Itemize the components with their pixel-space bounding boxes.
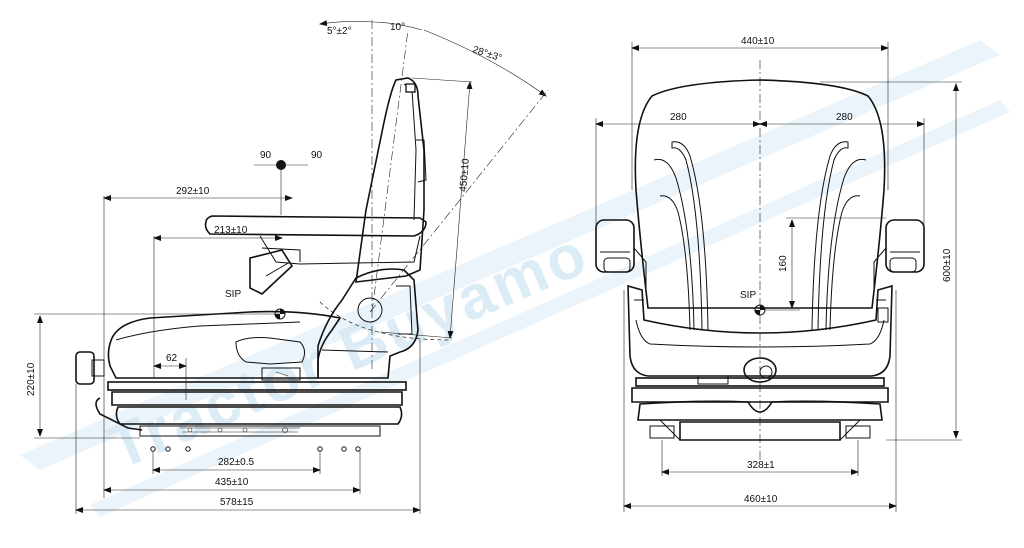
backrest-height-ext-bottom [379,331,453,339]
front-backrest [634,79,886,331]
rail-holes-label: 282±0.5 [218,457,255,468]
sip-right-angle-label: 90 [311,150,323,161]
backrest-width-label: 440±10 [741,36,775,47]
tilt-angle-arc [319,20,373,27]
cushion-offset-label: 62 [166,353,178,364]
seat-tilt-label: 5°±2° [327,26,352,37]
side-seat-cushion [107,310,342,381]
backrest-height-dim-line [447,81,473,339]
recline-angle-arc [423,29,547,97]
forward-angle-arc [371,21,423,31]
side-backrest [355,77,427,283]
overall-length-label: 578±15 [220,497,254,508]
mount-spacing-label: 328±1 [747,460,775,471]
sip-height-label: 160 [778,255,789,272]
side-sip-label: SIP [225,289,241,300]
left-half-label: 280 [670,112,687,123]
armrest-reach-label: 292±10 [176,186,210,197]
armrest-offset-label: 213±10 [214,225,248,236]
side-view: 5°±2° 10° 28°±3° 450±10 90 90 292±10 213… [26,20,549,514]
side-armrest [204,215,427,265]
backrest-forward-label: 10° [390,22,405,33]
watermark: Tractor Buyamo [20,40,1010,517]
backrest-height-label: 450±10 [458,158,472,193]
side-reference-point [254,160,308,215]
front-armrests [595,219,925,290]
side-recline-arc [319,301,451,341]
total-height-label: 220±10 [26,362,37,396]
front-seat-cushion [627,284,893,377]
side-seat-belt [249,249,294,295]
rail-length-label: 435±10 [215,477,249,488]
front-view: 440±10 280 280 160 SIP 600±10 328±1 460±… [595,36,962,512]
sip-left-angle-label: 90 [260,150,272,161]
backrest-recline-label: 28°±3° [471,44,503,64]
overall-width-label: 460±10 [744,494,778,505]
backrest-height-ext-top [411,77,473,83]
side-backrest-axis [371,29,409,313]
overall-height-label: 600±10 [942,248,953,282]
right-half-label: 280 [836,112,853,123]
adjust-knob [75,351,105,385]
front-sip-label: SIP [740,290,756,301]
